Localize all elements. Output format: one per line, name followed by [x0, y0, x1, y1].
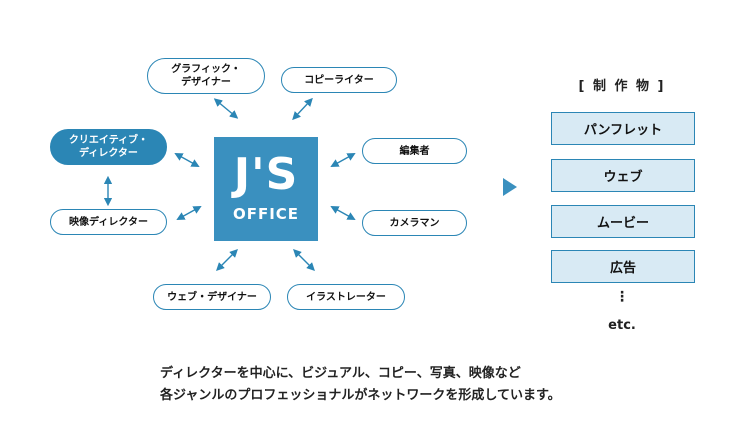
- flow-arrow-icon: [503, 178, 517, 196]
- description-line-2: 各ジャンルのプロフェッショナルがネットワークを形成しています。: [160, 388, 561, 403]
- arrow-cameraman: [330, 205, 356, 221]
- arrow-video-director: [176, 205, 202, 221]
- products-etc: etc.: [608, 318, 636, 333]
- role-creative-director-line1: クリエイティブ・: [68, 135, 149, 146]
- product-item-pamphlet: パンフレット: [551, 112, 695, 145]
- role-creative-director-line2: ディレクター: [79, 148, 138, 159]
- arrow-web-designer: [216, 249, 238, 271]
- ellipsis-dots: ⋮: [615, 289, 629, 305]
- product-item-label: ウェブ: [603, 170, 643, 185]
- role-illustrator: イラストレーター: [287, 284, 405, 310]
- arrow-illustrator: [293, 249, 315, 271]
- role-graphic-designer: グラフィック・ デザイナー: [147, 58, 265, 94]
- product-item-web: ウェブ: [551, 159, 695, 192]
- role-copywriter: コピーライター: [281, 67, 397, 93]
- description-line-1: ディレクターを中心に、ビジュアル、コピー、写真、映像など: [160, 366, 521, 381]
- description-text: ディレクターを中心に、ビジュアル、コピー、写真、映像など 各ジャンルのプロフェッ…: [160, 363, 561, 407]
- arrow-editor: [330, 152, 356, 168]
- product-item-advertising: 広告: [551, 250, 695, 283]
- js-office-logo: J'S OFFICE: [214, 137, 318, 241]
- logo-main-text: J'S: [233, 149, 299, 200]
- product-item-label: ムービー: [596, 216, 649, 231]
- logo-sub-text: OFFICE: [232, 205, 300, 223]
- product-item-label: 広告: [609, 261, 636, 276]
- role-graphic-designer-line2: デザイナー: [181, 77, 231, 88]
- role-editor: 編集者: [362, 138, 467, 164]
- role-graphic-designer-line1: グラフィック・: [171, 64, 241, 75]
- product-item-label: パンフレット: [583, 123, 663, 138]
- arrow-copywriter: [292, 97, 313, 121]
- products-heading: [ 制 作 物 ]: [578, 79, 666, 94]
- role-editor-label: 編集者: [399, 145, 430, 157]
- role-creative-director: クリエイティブ・ ディレクター: [50, 129, 167, 165]
- role-copywriter-label: コピーライター: [304, 74, 374, 86]
- role-video-director-label: 映像ディレクター: [69, 216, 148, 228]
- product-item-movie: ムービー: [551, 205, 695, 238]
- role-web-designer: ウェブ・デザイナー: [153, 284, 271, 310]
- role-web-designer-label: ウェブ・デザイナー: [167, 291, 257, 303]
- role-cameraman-label: カメラマン: [389, 217, 440, 229]
- role-cameraman: カメラマン: [362, 210, 467, 236]
- role-video-director: 映像ディレクター: [50, 209, 167, 235]
- arrow-creative-director: [174, 152, 200, 168]
- arrow-graphic-designer: [213, 98, 239, 119]
- role-illustrator-label: イラストレーター: [306, 291, 386, 303]
